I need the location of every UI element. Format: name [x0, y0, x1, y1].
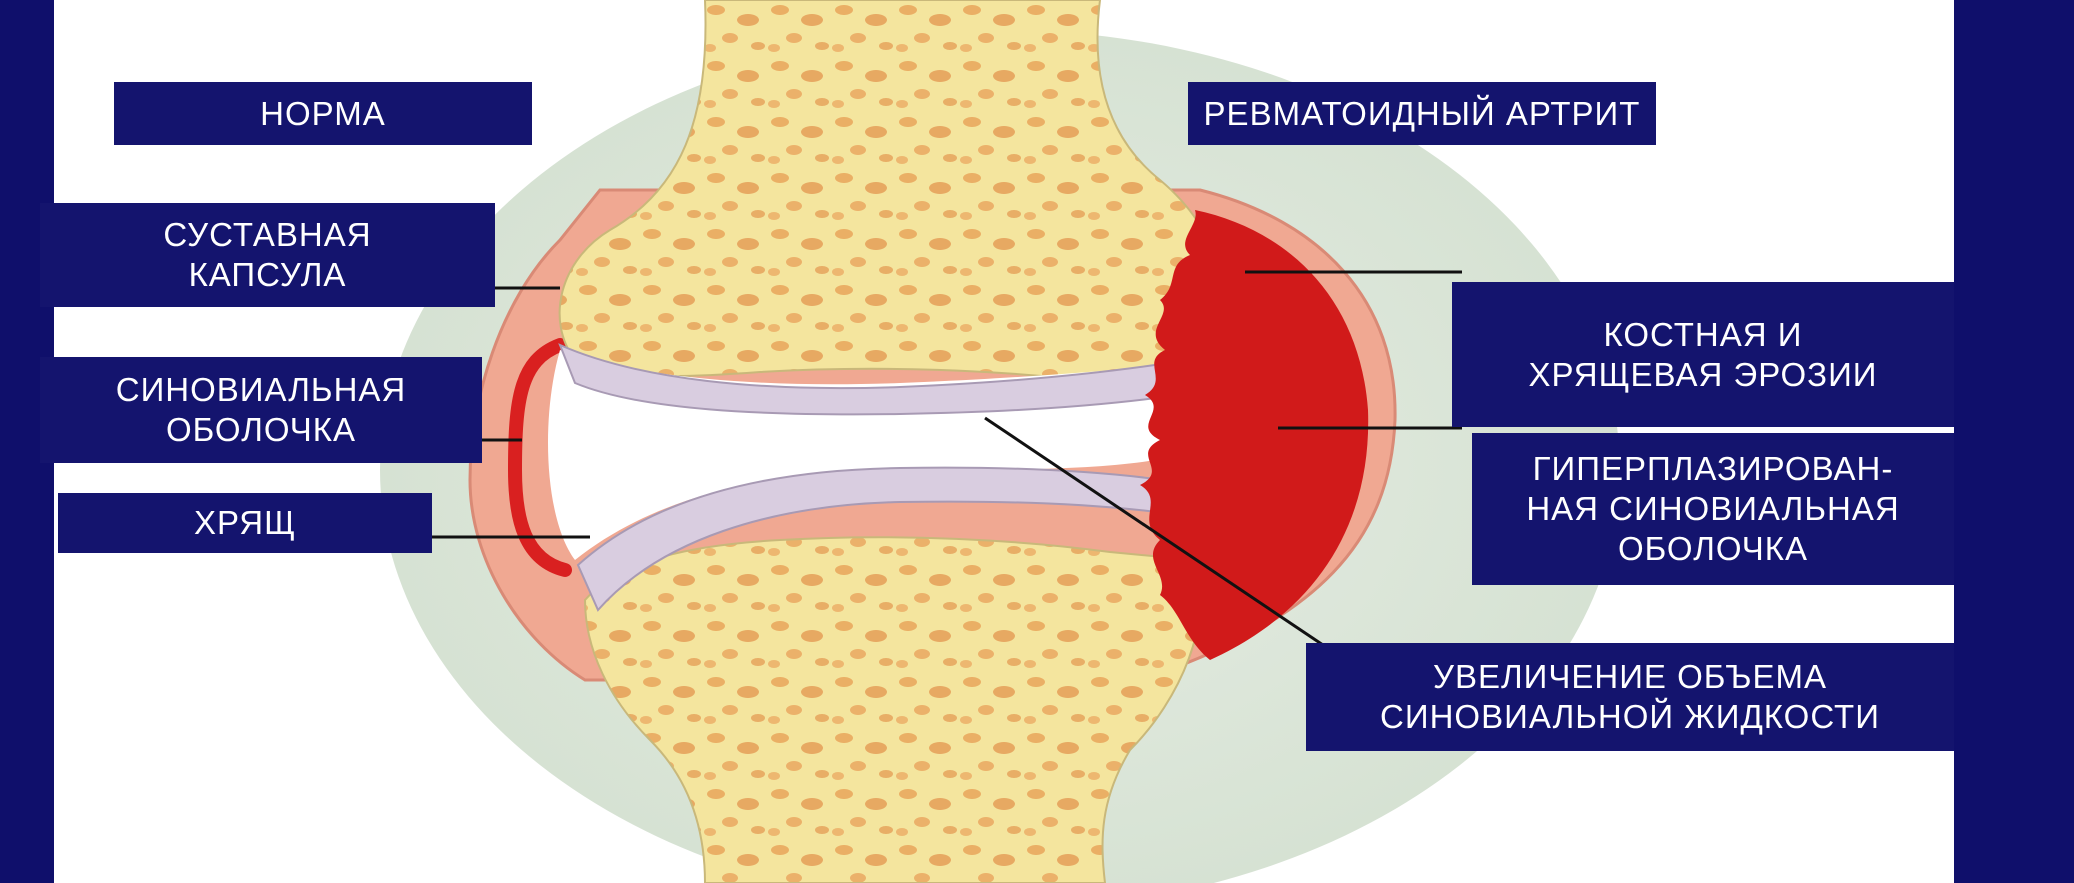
label-cartilage: ХРЯЩ — [58, 493, 432, 553]
label-rheumatoid-arthritis: РЕВМАТОИДНЫЙ АРТРИТ — [1188, 82, 1656, 145]
label-joint-capsule: СУСТАВНАЯ КАПСУЛА — [40, 203, 495, 307]
label-bone-cartilage-erosion: КОСТНАЯ И ХРЯЩЕВАЯ ЭРОЗИИ — [1452, 282, 1954, 427]
diagram-frame: НОРМА РЕВМАТОИДНЫЙ АРТРИТ СУСТАВНАЯ КАПС… — [54, 0, 1954, 883]
label-synovial-membrane: СИНОВИАЛЬНАЯ ОБОЛОЧКА — [40, 357, 482, 463]
label-increased-synovial-fluid: УВЕЛИЧЕНИЕ ОБЪЕМА СИНОВИАЛЬНОЙ ЖИДКОСТИ — [1306, 643, 1954, 751]
label-norm: НОРМА — [114, 82, 532, 145]
label-hyperplastic-synovium: ГИПЕРПЛАЗИРОВАН- НАЯ СИНОВИАЛЬНАЯ ОБОЛОЧ… — [1472, 433, 1954, 585]
